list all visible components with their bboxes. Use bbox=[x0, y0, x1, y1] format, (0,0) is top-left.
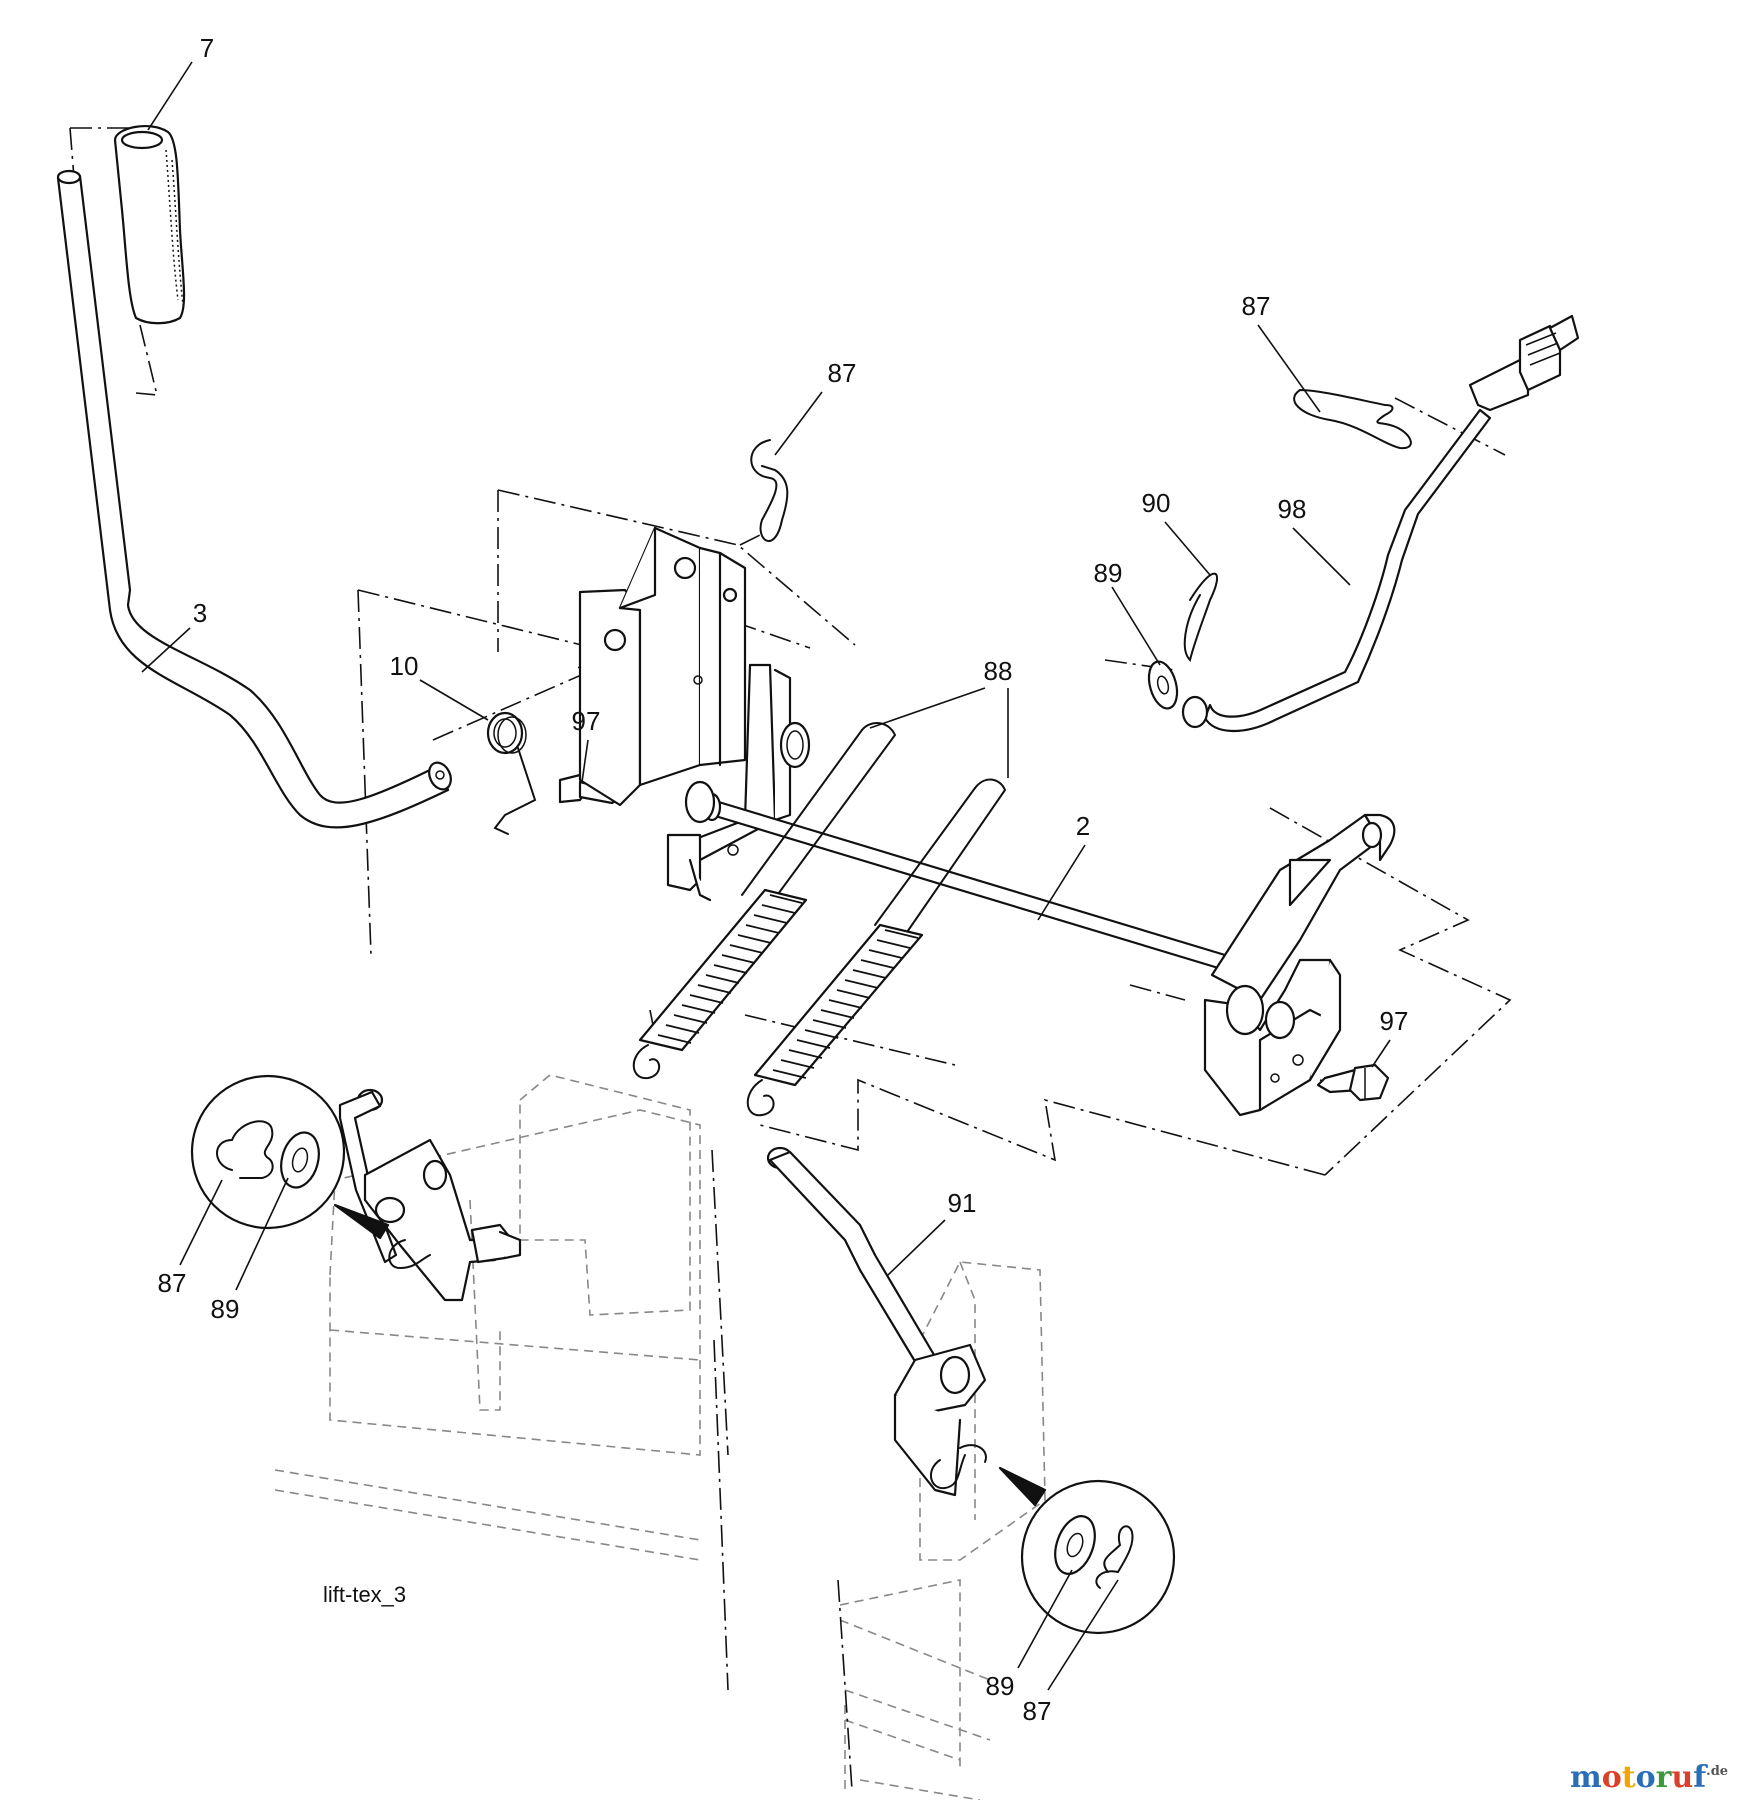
drawing-code: lift-tex_3 bbox=[323, 1582, 406, 1607]
callout-link-right: 91 bbox=[948, 1188, 977, 1218]
callout-bolt-left: 97 bbox=[572, 706, 601, 736]
spring-coil-left bbox=[632, 888, 808, 1080]
watermark-letter: r bbox=[1656, 1760, 1673, 1795]
lift-lever bbox=[56, 169, 452, 829]
callout-link-left-washer: 89 bbox=[211, 1294, 240, 1324]
washer-and-pin-upper bbox=[1147, 572, 1219, 710]
mounting-bracket bbox=[578, 526, 811, 902]
leader-lines bbox=[141, 61, 1391, 1691]
detail-circle-right bbox=[998, 1466, 1176, 1635]
spring-coil-right bbox=[746, 923, 924, 1117]
assist-springs bbox=[632, 722, 1007, 1117]
callout-link-rod: 98 bbox=[1278, 494, 1307, 524]
watermark-text: motoruf.de bbox=[1570, 1760, 1728, 1795]
hairpin-clip-top bbox=[750, 439, 789, 542]
callout-link-right-clip: 87 bbox=[1023, 1696, 1052, 1726]
callout-clip-right-top: 87 bbox=[1242, 291, 1271, 321]
watermark-letter: o bbox=[1602, 1760, 1622, 1795]
callout-lift-shaft: 2 bbox=[1076, 811, 1090, 841]
lift-arm-right bbox=[1203, 813, 1396, 1117]
callout-link-right-washer: 89 bbox=[986, 1671, 1015, 1701]
watermark-letter: u bbox=[1671, 1760, 1693, 1795]
watermark-suffix: .de bbox=[1706, 1764, 1728, 1779]
watermark-letter: o bbox=[1636, 1760, 1656, 1795]
right-lift-link bbox=[766, 1146, 987, 1497]
callout-lift-lever: 3 bbox=[193, 598, 207, 628]
hairpin-clip-right bbox=[1293, 388, 1412, 450]
left-lift-link bbox=[338, 1088, 522, 1302]
ghost-frame bbox=[274, 1074, 1046, 1800]
callout-assist-springs: 88 bbox=[984, 656, 1013, 686]
callout-washer-right: 89 bbox=[1094, 558, 1123, 588]
callout-clip-top: 87 bbox=[828, 358, 857, 388]
watermark-letter: f bbox=[1693, 1760, 1708, 1795]
callout-bolt-right: 97 bbox=[1380, 1006, 1409, 1036]
watermark-letter: t bbox=[1622, 1760, 1636, 1795]
detail-circle-left bbox=[190, 1074, 390, 1240]
watermark-logo: motoruf.de bbox=[1570, 1760, 1728, 1795]
handle-grip bbox=[113, 124, 186, 325]
torsion-spring bbox=[486, 711, 537, 835]
link-rod bbox=[1181, 314, 1580, 733]
callout-link-left-clip: 87 bbox=[158, 1268, 187, 1298]
bolt-right bbox=[1316, 1063, 1390, 1102]
watermark-letter: m bbox=[1570, 1760, 1602, 1795]
callout-torsion-spring: 10 bbox=[390, 651, 419, 681]
callouts: 7 3 10 97 87 87 90 89 98 88 2 97 87 89 9… bbox=[158, 33, 1409, 1726]
callout-clip-right-pin: 90 bbox=[1142, 488, 1171, 518]
callout-handle-grip: 7 bbox=[200, 33, 214, 63]
